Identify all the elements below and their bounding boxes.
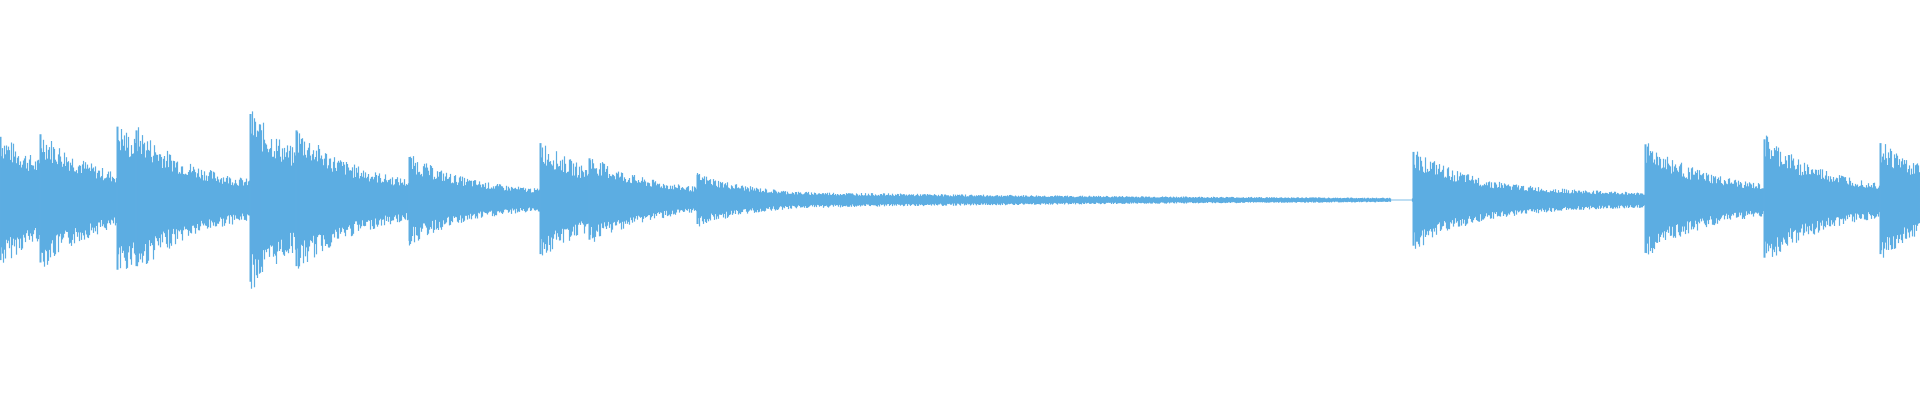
audio-waveform[interactable] xyxy=(0,0,1920,400)
waveform-svg[interactable] xyxy=(0,0,1920,400)
